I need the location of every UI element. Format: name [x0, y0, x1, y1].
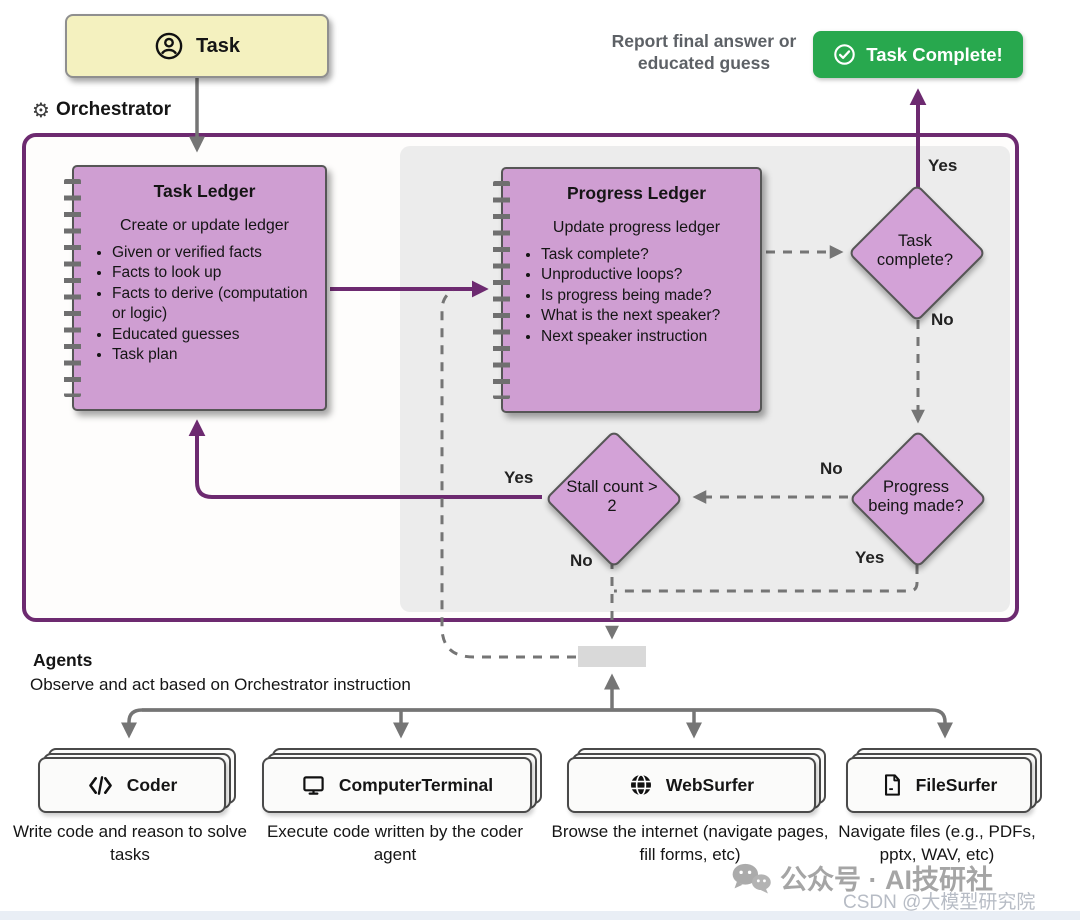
edge-label-yes: Yes: [855, 548, 885, 567]
wechat-watermark: 公众号 · AI技研社: [730, 858, 993, 897]
list-item: Is progress being made?: [541, 286, 752, 306]
file-icon: [884, 774, 900, 796]
progress-ledger-box: Progress Ledger Update progress ledger T…: [493, 167, 762, 413]
edge-label-yes: Yes: [928, 156, 958, 175]
decision-label: Stall count > 2: [566, 478, 658, 515]
list-item: Task plan: [112, 345, 317, 365]
wechat-icon: [732, 863, 771, 894]
list-item: Unproductive loops?: [541, 265, 752, 285]
csdn-watermark-text: CSDN @大模型研究院: [843, 892, 1036, 913]
edge-label-no: No: [931, 310, 954, 329]
agent-card-front: WebSurfer: [567, 757, 816, 813]
task-ledger-box: Task Ledger Create or update ledger Give…: [64, 165, 327, 411]
agent-card-front: FileSurfer: [846, 757, 1032, 813]
list-item: Facts to derive (computation or logic): [112, 284, 317, 325]
task-ledger-list: Given or verified facts Facts to look up…: [92, 243, 317, 366]
agents-section-subtitle: Observe and act based on Orchestrator in…: [30, 675, 411, 694]
agent-card-front: ComputerTerminal: [262, 757, 532, 813]
gear-icon: ⚙: [32, 98, 50, 122]
edge-label-no: No: [820, 459, 843, 478]
task-ledger-title: Task Ledger: [153, 181, 256, 201]
agent-card-websurfer: WebSurfer: [567, 748, 826, 813]
agent-card-coder: Coder: [38, 748, 236, 813]
list-item: Task complete?: [541, 245, 752, 265]
user-icon: [155, 32, 183, 60]
task-box: Task: [65, 14, 329, 78]
agent-description: Write code and reason to solve tasks: [12, 822, 248, 864]
agent-name: FileSurfer: [915, 774, 998, 795]
list-item: What is the next speaker?: [541, 306, 752, 326]
agent-name: ComputerTerminal: [338, 774, 494, 795]
edge-label-yes: Yes: [504, 468, 534, 487]
agent-card-front: Coder: [38, 757, 226, 813]
decision-label: Progress being made?: [868, 478, 964, 515]
bottom-bar: [0, 911, 1080, 920]
instruction-placeholder: [578, 646, 646, 667]
list-item: Given or verified facts: [112, 243, 317, 263]
spiral-binding: [493, 181, 510, 399]
decision-progress-being-made: Progress being made?: [848, 429, 988, 569]
decision-task-complete: Task complete?: [847, 183, 987, 323]
agent-description: Execute code written by the coder agent: [266, 822, 524, 864]
decision-stall-count: Stall count > 2: [544, 429, 684, 569]
progress-ledger-list: Task complete? Unproductive loops? Is pr…: [521, 245, 752, 347]
task-box-label: Task: [195, 34, 241, 57]
task-complete-button: Task Complete!: [813, 31, 1023, 78]
list-item: Facts to look up: [112, 263, 317, 283]
agent-name: WebSurfer: [665, 774, 755, 795]
monitor-icon: [303, 775, 324, 795]
agent-card-computerterminal: ComputerTerminal: [262, 748, 542, 813]
agent-card-filesurfer: FileSurfer: [846, 748, 1042, 813]
progress-ledger-title: Progress Ledger: [566, 183, 707, 203]
globe-icon: [630, 774, 651, 796]
progress-ledger-subtitle: Update progress ledger: [552, 219, 721, 236]
decision-label: Task complete?: [876, 232, 954, 269]
orchestrator-label-text: Orchestrator: [55, 99, 172, 120]
agent-description: Browse the internet (navigate pages, fil…: [551, 822, 829, 864]
report-final-answer-text: Report final answer or educated guess: [611, 31, 797, 73]
spiral-binding: [64, 179, 81, 397]
code-icon: [88, 775, 112, 795]
agents-section-title: Agents: [33, 650, 93, 670]
wechat-watermark-text: 公众号 · AI技研社: [780, 865, 993, 895]
edge-label-no: No: [570, 551, 593, 570]
task-ledger-subtitle: Create or update ledger: [120, 217, 289, 234]
check-circle-icon: [834, 44, 856, 65]
list-item: Educated guesses: [112, 325, 317, 345]
list-item: Next speaker instruction: [541, 327, 752, 347]
agent-description: Navigate files (e.g., PDFs, pptx, WAV, e…: [838, 822, 1036, 864]
agent-name: Coder: [126, 774, 178, 795]
task-complete-button-label: Task Complete!: [866, 43, 1003, 65]
orchestrator-label: ⚙ Orchestrator: [32, 99, 171, 121]
